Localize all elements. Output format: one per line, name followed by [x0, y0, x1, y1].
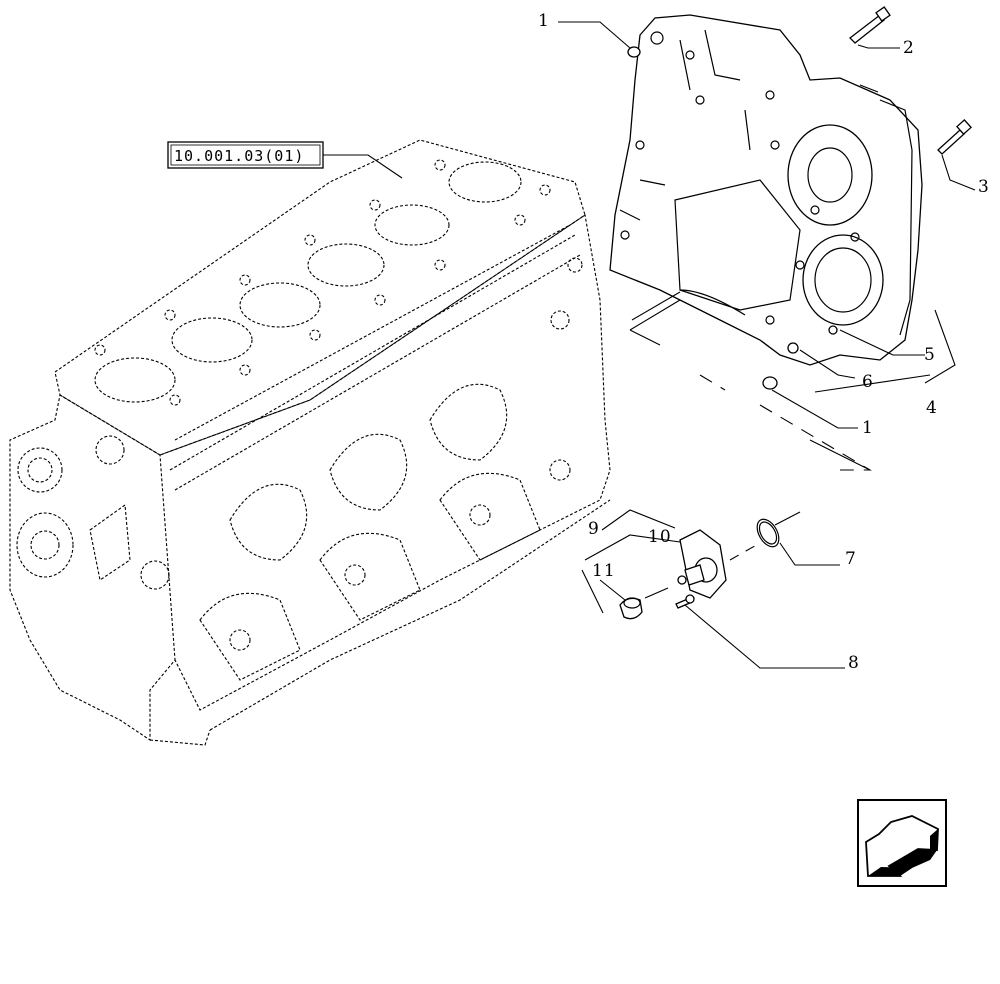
callout-2: 2 [903, 38, 915, 58]
reference-label-text: 10.001.03(01) [174, 147, 304, 165]
back-arrow-icon[interactable] [857, 799, 947, 887]
callout-3: 3 [978, 177, 990, 197]
reference-label[interactable]: 10.001.03(01) [167, 141, 403, 179]
callout-1-bottom: 1 [862, 418, 874, 438]
bolt-2 [849, 6, 891, 44]
callout-7: 7 [845, 549, 857, 569]
plug-1-bottom [762, 376, 778, 390]
callout-6: 6 [862, 372, 874, 392]
callout-4: 4 [926, 398, 938, 418]
screw-8 [675, 594, 695, 609]
plug-1-top [627, 46, 641, 58]
plug-6 [787, 342, 799, 354]
callout-10: 10 [648, 527, 672, 547]
engine-block [9, 139, 611, 746]
callout-11: 11 [592, 561, 616, 581]
callout-9: 9 [588, 519, 600, 539]
o-ring-7 [756, 518, 780, 548]
bolt-3 [937, 119, 972, 155]
sensor-flange-10 [677, 529, 727, 599]
callout-5: 5 [924, 345, 936, 365]
leader-lines [558, 21, 976, 669]
callout-8: 8 [848, 653, 860, 673]
callout-1-top: 1 [538, 11, 550, 31]
plug-5 [828, 325, 838, 335]
plug-11 [619, 597, 643, 620]
timing-cover [609, 14, 923, 366]
